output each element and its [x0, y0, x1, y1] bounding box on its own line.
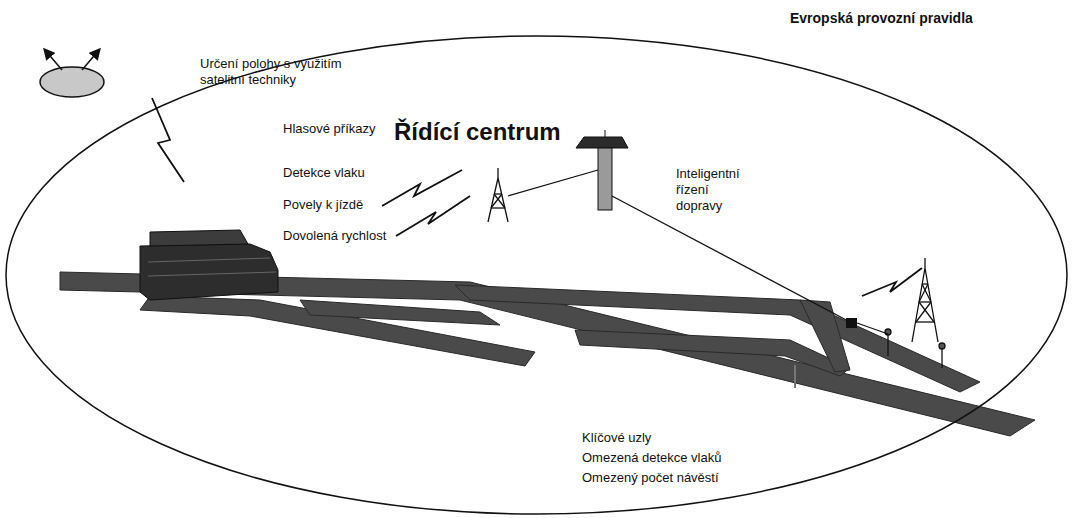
- callout-label: Detekce vlaku: [283, 165, 365, 181]
- region-heading: Evropská provozní pravidla: [790, 10, 973, 26]
- radio-tower: [488, 168, 508, 222]
- callout-label: Klíčové uzly: [582, 430, 651, 446]
- centre-title: Řídící centrum: [394, 118, 561, 146]
- callout-label: Inteligentní řízení dopravy: [676, 166, 758, 214]
- callout-label: Určení polohy s využitím satelitní techn…: [200, 56, 375, 88]
- radio-bolt: [396, 196, 470, 236]
- satellite: [40, 50, 104, 97]
- track-pole: [794, 365, 796, 388]
- data-link: [612, 196, 850, 322]
- signal-posts: [885, 329, 945, 368]
- callout-label: Dovolená rychlost: [283, 228, 386, 244]
- data-link: [857, 323, 888, 334]
- callout-label: Hlasové příkazy: [283, 121, 375, 137]
- train: [140, 230, 278, 300]
- callout-label: Povely k jízdě: [283, 197, 363, 213]
- region-outline: [5, 35, 1068, 515]
- radio-tower: [912, 258, 938, 342]
- data-link: [508, 170, 598, 196]
- signal-box: [846, 318, 857, 328]
- callout-label: Omezená detekce vlaků: [582, 450, 721, 466]
- rules-region: Evropská provozní pravidla: [5, 35, 1068, 515]
- control-centre-building: [576, 130, 628, 210]
- radio-bolt: [862, 268, 922, 296]
- radio-bolt: [152, 98, 184, 182]
- callout-label: Omezený počet návěstí: [582, 470, 719, 486]
- radio-bolt: [382, 170, 462, 206]
